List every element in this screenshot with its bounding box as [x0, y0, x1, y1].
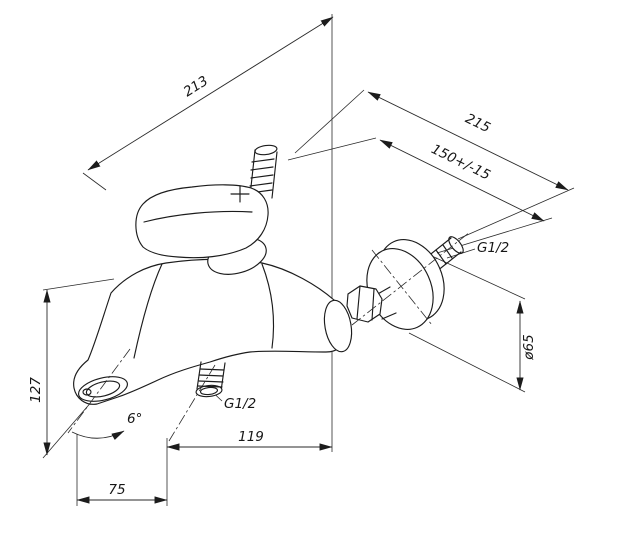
dim-75 — [76, 434, 168, 506]
thread-line — [250, 166, 274, 171]
handle-edge — [143, 210, 253, 223]
label-angle-6: 6° — [127, 411, 142, 427]
wall-nipple-top — [249, 144, 278, 199]
thread-line — [249, 182, 273, 187]
extension-line — [42, 399, 94, 459]
nut-facet — [356, 285, 361, 320]
outlet-side — [220, 362, 226, 392]
escutcheon-cross-centerline — [371, 249, 433, 326]
outlet-bore — [199, 386, 219, 396]
thread-line — [442, 244, 453, 259]
label-height-127: 127 — [28, 377, 44, 403]
body-crease — [261, 263, 275, 349]
extension-line — [408, 332, 526, 393]
dim-65 — [408, 250, 526, 393]
escutcheon-axis-centerline — [351, 231, 471, 326]
hex-nut — [346, 285, 383, 323]
thread-line — [198, 380, 224, 383]
nipple-side — [271, 151, 278, 199]
nipple-end-face — [254, 144, 278, 156]
spout-face — [78, 376, 128, 402]
dim-150 — [287, 137, 553, 254]
outlet-axis-centerline — [168, 364, 216, 442]
angle-arc — [71, 430, 125, 441]
thread-line — [435, 249, 447, 265]
dim-119 — [166, 438, 333, 506]
extension-line — [294, 89, 365, 154]
extension-line — [82, 172, 107, 191]
escutcheon — [366, 239, 445, 330]
dim-127 — [42, 278, 115, 459]
thread-line — [251, 158, 275, 163]
centerlines — [67, 231, 471, 442]
label-offset-75: 75 — [108, 482, 125, 498]
dimension-lines — [42, 14, 575, 506]
shower-outlet — [195, 361, 226, 398]
nipple-end-face — [448, 236, 464, 254]
extension-line — [287, 137, 377, 161]
handle-outline — [135, 184, 269, 259]
label-thread-bottom-g12: G1/2 — [224, 396, 256, 412]
aerator-ring — [85, 380, 121, 398]
body-end-cap — [323, 299, 353, 353]
pipe-side — [381, 312, 397, 320]
label-offset-119: 119 — [238, 429, 264, 445]
nut-facet — [371, 288, 375, 321]
spout-axis-centerline — [67, 348, 131, 434]
dimension-line — [367, 91, 569, 191]
aerator-detail — [82, 388, 92, 396]
spout-outlet — [78, 376, 128, 402]
dim-215 — [294, 89, 575, 240]
thread-line — [250, 174, 274, 179]
extension-line — [457, 187, 575, 240]
faucet — [73, 144, 464, 405]
label-depth-215: 215 — [463, 111, 493, 137]
extension-line — [420, 250, 526, 300]
thread-line — [198, 374, 224, 377]
lever-handle — [135, 184, 269, 259]
label-diameter-65: ø65 — [521, 334, 537, 360]
extension-line — [42, 278, 115, 291]
body-crease — [133, 263, 163, 359]
dimension-line — [379, 139, 545, 222]
dim-213 — [82, 16, 334, 191]
dimension-line — [87, 16, 334, 171]
union-nut — [346, 285, 397, 323]
label-thread-right-g12: G1/2 — [477, 240, 509, 256]
label-mounting-150: 150+/-15 — [429, 141, 493, 183]
